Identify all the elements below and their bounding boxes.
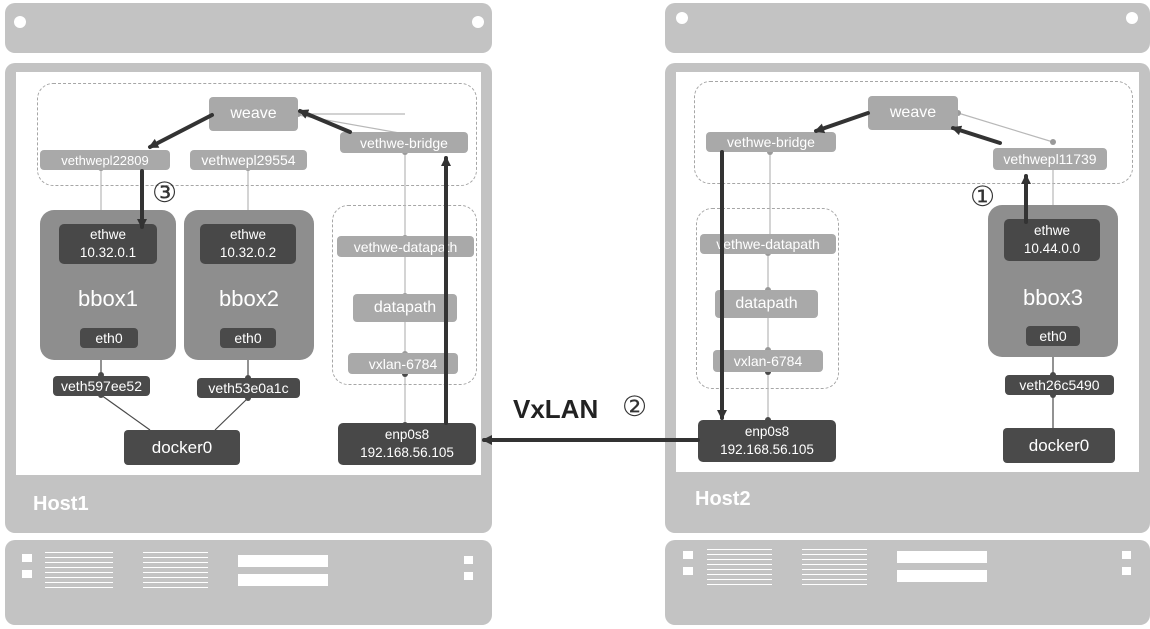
host1-vethwe-datapath[interactable]: vethwe-datapath bbox=[337, 236, 474, 257]
host2-docker0[interactable]: docker0 bbox=[1003, 428, 1115, 463]
host1-slot-square bbox=[464, 556, 473, 564]
host1-bbox1-ip: 10.32.0.1 bbox=[79, 245, 137, 260]
host2-vethwepl-bbox3[interactable]: vethwepl11739 bbox=[993, 148, 1107, 170]
host1-bbox2-ethwe-label: ethwe bbox=[229, 227, 267, 242]
host1-enp0s8-label: enp0s8 bbox=[384, 427, 430, 442]
host2-slot-square bbox=[1122, 551, 1131, 559]
host2-slot-square bbox=[683, 551, 693, 559]
host2-vent-lines bbox=[802, 549, 867, 585]
host2-indicator-dot bbox=[676, 12, 688, 24]
host2-enp0s8-ip: 192.168.56.105 bbox=[720, 442, 814, 457]
host1-bbox2-veth[interactable]: veth53e0a1c bbox=[197, 378, 300, 398]
host1-slot-square bbox=[22, 554, 32, 562]
host1-bbox1-container[interactable]: ethwe 10.32.0.1 bbox1 eth0 bbox=[40, 210, 176, 360]
host2-weave-bridge-region bbox=[694, 81, 1133, 184]
host2-label: Host2 bbox=[695, 488, 751, 510]
host1-bbox1-ethwe-label: ethwe bbox=[89, 227, 127, 242]
vxlan-label: VxLAN bbox=[513, 394, 599, 424]
host2-drive-bar bbox=[897, 551, 987, 563]
host2-vent-lines bbox=[707, 549, 772, 585]
host2-vethwe-datapath[interactable]: vethwe-datapath bbox=[700, 234, 836, 254]
host2-enp0s8-label: enp0s8 bbox=[744, 424, 790, 439]
host1-vethwepl-bbox2[interactable]: vethwepl29554 bbox=[190, 150, 307, 170]
host1-bbox2-ip: 10.32.0.2 bbox=[219, 245, 277, 260]
host2-enp0s8[interactable]: enp0s8 192.168.56.105 bbox=[698, 420, 836, 462]
host1-drive-bar bbox=[238, 555, 328, 567]
host2-slot-square bbox=[1122, 567, 1131, 575]
host1-enp0s8-ip: 192.168.56.105 bbox=[360, 445, 454, 460]
host1-vxlan-6784[interactable]: vxlan-6784 bbox=[348, 353, 458, 374]
host2-indicator-dot-right bbox=[1126, 12, 1138, 24]
host1-bbox2-name: bbox2 bbox=[219, 286, 279, 311]
host1-bbox1-eth0[interactable]: eth0 bbox=[80, 328, 138, 348]
host1-bbox1-veth[interactable]: veth597ee52 bbox=[53, 376, 150, 396]
host1-enp0s8[interactable]: enp0s8 192.168.56.105 bbox=[338, 423, 476, 465]
host1-slot-square bbox=[22, 570, 32, 578]
host1-slot-square bbox=[464, 572, 473, 580]
host1-step3-marker: ③ bbox=[152, 176, 178, 209]
host2-vxlan-6784[interactable]: vxlan-6784 bbox=[713, 350, 823, 372]
host1-vethwepl-bbox1[interactable]: vethwepl22809 bbox=[40, 150, 170, 170]
host1-label: Host1 bbox=[33, 493, 89, 515]
host2-weave-bridge[interactable]: weave bbox=[868, 96, 958, 130]
host1-bbox2-eth0[interactable]: eth0 bbox=[220, 328, 276, 348]
host1-vent-lines bbox=[143, 552, 208, 588]
host1-bbox1-ethwe[interactable]: ethwe 10.32.0.1 bbox=[59, 224, 157, 264]
host2-bbox3-name: bbox3 bbox=[1023, 285, 1083, 310]
host2-bbox3-ethwe[interactable]: ethwe 10.44.0.0 bbox=[1004, 219, 1100, 261]
host1-bbox2-container[interactable]: ethwe 10.32.0.2 bbox2 eth0 bbox=[184, 210, 314, 360]
host2-bbox3-container[interactable]: ethwe 10.44.0.0 bbox3 eth0 bbox=[988, 205, 1118, 357]
host1-vethwe-bridge[interactable]: vethwe-bridge bbox=[340, 132, 468, 153]
host1-docker0[interactable]: docker0 bbox=[124, 430, 240, 465]
host2-bbox3-eth0[interactable]: eth0 bbox=[1026, 326, 1080, 346]
host1-indicator-dot bbox=[14, 16, 26, 28]
host2-top-bar bbox=[665, 3, 1150, 53]
host1-drive-bar bbox=[238, 574, 328, 586]
host1-top-bar bbox=[5, 3, 492, 53]
host2-bbox3-ip: 10.44.0.0 bbox=[1023, 241, 1081, 256]
host1-weave-bridge-region bbox=[37, 83, 477, 186]
host2-slot-square bbox=[683, 567, 693, 575]
host2-bbox3-veth[interactable]: veth26c5490 bbox=[1005, 375, 1114, 395]
host2-drive-bar bbox=[897, 570, 987, 582]
host1-vent-lines bbox=[45, 552, 113, 588]
host2-datapath[interactable]: datapath bbox=[715, 290, 818, 318]
host1-weave-bridge[interactable]: weave bbox=[209, 97, 298, 131]
host2-step1-marker: ① bbox=[970, 180, 996, 213]
host1-indicator-dot-right bbox=[472, 16, 484, 28]
step2-marker: ② bbox=[622, 390, 648, 423]
host2-vethwe-bridge[interactable]: vethwe-bridge bbox=[706, 132, 836, 152]
host1-bbox1-name: bbox1 bbox=[78, 286, 138, 311]
host2-bbox3-ethwe-label: ethwe bbox=[1033, 223, 1071, 238]
host1-datapath[interactable]: datapath bbox=[353, 294, 457, 322]
host1-bbox2-ethwe[interactable]: ethwe 10.32.0.2 bbox=[200, 224, 296, 264]
